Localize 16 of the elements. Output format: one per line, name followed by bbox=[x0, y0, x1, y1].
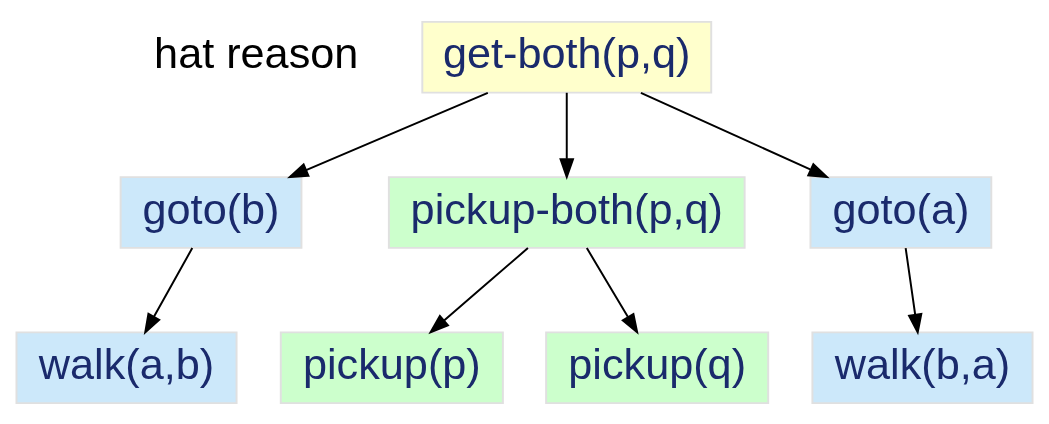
node-box: walk(b,a) bbox=[811, 330, 1034, 404]
node-box: walk(a,b) bbox=[15, 330, 238, 404]
arrow bbox=[143, 246, 194, 335]
node-box: pickup(p) bbox=[279, 330, 504, 404]
arrow bbox=[585, 246, 639, 335]
arrow bbox=[904, 246, 923, 335]
node-box: pickup(q) bbox=[545, 330, 770, 404]
arrow bbox=[287, 91, 489, 178]
node-box: goto(b) bbox=[119, 175, 303, 249]
arrow bbox=[559, 91, 575, 180]
node-box: get-both(p,q) bbox=[421, 20, 713, 94]
arrow bbox=[428, 246, 529, 334]
node-box: pickup-both(p,q) bbox=[387, 175, 746, 249]
label: hat reason bbox=[154, 28, 359, 77]
node-box: goto(a) bbox=[809, 175, 993, 249]
arrow bbox=[639, 91, 830, 178]
